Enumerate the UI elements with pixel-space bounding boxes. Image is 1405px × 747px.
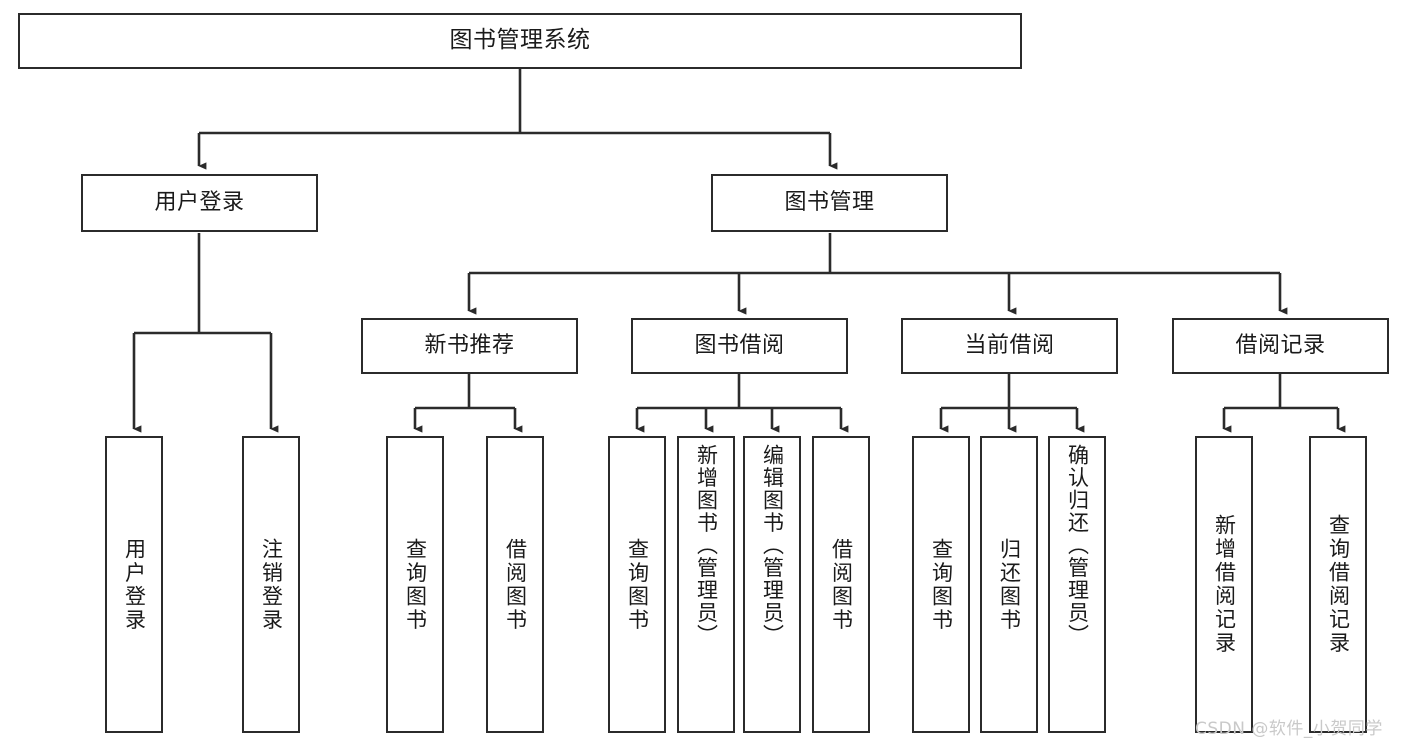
node-leaf-records-query-label: 查询借阅记录 [1326,514,1351,655]
node-leaf-records-query[interactable]: 查询借阅记录 [1309,436,1367,733]
node-borrow-records[interactable]: 借阅记录 [1172,318,1389,374]
node-leaf-current-query-label: 查询图书 [929,537,954,632]
node-leaf-current-query[interactable]: 查询图书 [912,436,970,733]
node-leaf-newbook-borrow-label: 借阅图书 [503,537,528,632]
node-leaf-current-confirm-return[interactable]: 确认归还（管理员） [1048,436,1106,733]
node-leaf-borrow-query-label: 查询图书 [625,537,650,632]
node-leaf-records-add[interactable]: 新增借阅记录 [1195,436,1253,733]
node-new-book-recommend-label: 新书推荐 [424,332,515,358]
watermark-text: CSDN @软件_小贺同学 [1195,719,1383,739]
node-leaf-user-login-signin[interactable]: 用户登录 [105,436,163,733]
node-current-borrow-label: 当前借阅 [964,332,1055,358]
node-leaf-user-login-signout[interactable]: 注销登录 [242,436,300,733]
node-root-system[interactable]: 图书管理系统 [18,13,1022,69]
node-current-borrow[interactable]: 当前借阅 [901,318,1118,374]
node-book-borrow[interactable]: 图书借阅 [631,318,848,374]
node-leaf-newbook-borrow[interactable]: 借阅图书 [486,436,544,733]
node-leaf-borrow-add-book-label: 新增图书（管理员） [694,444,719,647]
node-borrow-records-label: 借阅记录 [1235,332,1326,358]
node-book-management[interactable]: 图书管理 [711,174,948,232]
node-leaf-borrow-borrow-book[interactable]: 借阅图书 [812,436,870,733]
node-book-borrow-label: 图书借阅 [694,332,785,358]
node-leaf-user-login-signout-label: 注销登录 [259,537,284,632]
node-leaf-borrow-add-book[interactable]: 新增图书（管理员） [677,436,735,733]
node-leaf-current-return[interactable]: 归还图书 [980,436,1038,733]
node-leaf-current-return-label: 归还图书 [997,537,1022,632]
node-leaf-borrow-borrow-book-label: 借阅图书 [829,537,854,632]
node-leaf-newbook-query[interactable]: 查询图书 [386,436,444,733]
node-user-login[interactable]: 用户登录 [81,174,318,232]
node-leaf-records-add-label: 新增借阅记录 [1212,514,1237,655]
node-leaf-borrow-edit-book-label: 编辑图书（管理员） [760,444,785,647]
node-leaf-newbook-query-label: 查询图书 [403,537,428,632]
node-user-login-label: 用户登录 [154,189,245,215]
node-book-management-label: 图书管理 [784,189,875,215]
node-leaf-borrow-edit-book[interactable]: 编辑图书（管理员） [743,436,801,733]
node-root-system-label: 图书管理系统 [449,27,591,54]
node-leaf-borrow-query[interactable]: 查询图书 [608,436,666,733]
node-leaf-user-login-signin-label: 用户登录 [122,537,147,632]
node-new-book-recommend[interactable]: 新书推荐 [361,318,578,374]
node-leaf-current-confirm-return-label: 确认归还（管理员） [1065,444,1090,647]
